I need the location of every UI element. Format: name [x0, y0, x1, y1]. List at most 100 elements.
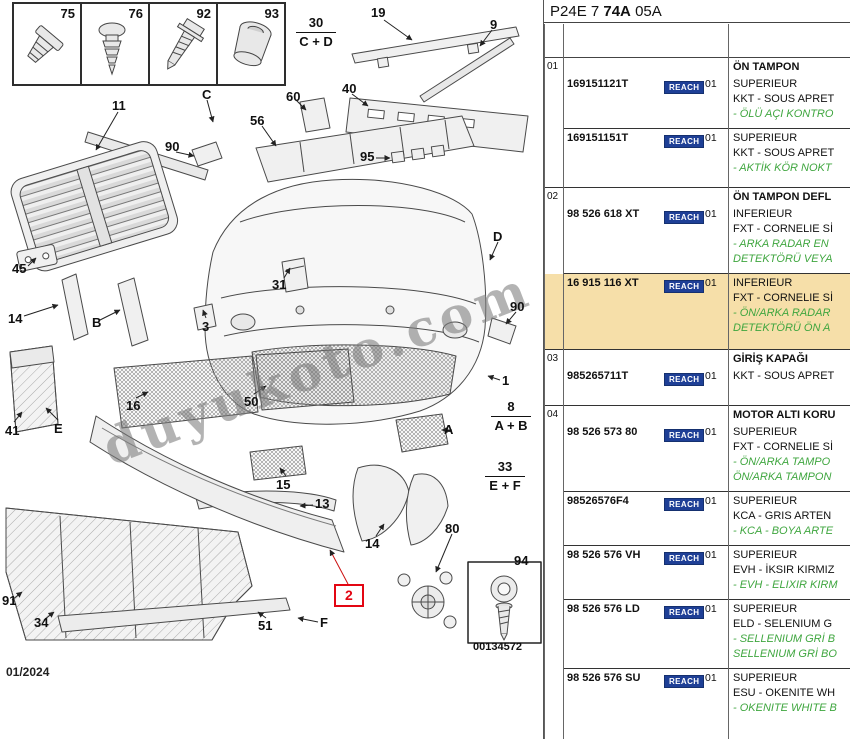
diagram-callout[interactable]: 16	[126, 398, 141, 413]
part-number[interactable]: 98 526 618 XT	[567, 208, 640, 220]
fraction-divider	[491, 416, 531, 418]
section-title: MOTOR ALTI KORU	[728, 408, 850, 423]
section-title-text: ÖN TAMPON	[733, 61, 800, 73]
diagram-callout[interactable]: 60	[286, 89, 301, 104]
part-qty: 01	[705, 426, 717, 438]
reach-badge[interactable]: REACH	[664, 429, 705, 442]
reach-badge[interactable]: REACH	[664, 373, 705, 386]
diagram-callout[interactable]: 95	[360, 149, 375, 164]
fastener-cell[interactable]: 92	[150, 4, 218, 84]
description-line: - EVH - ELIXIR KIRM	[733, 579, 838, 591]
reach-cell: REACH	[664, 369, 705, 387]
fraction-divider	[485, 476, 525, 478]
description-line: EVH - İKSIR KIRMIZ	[733, 564, 835, 576]
catalog-code-header: P24E 7 74A 05A	[544, 0, 850, 23]
diagram-callout[interactable]: C	[202, 87, 212, 102]
reach-badge[interactable]: REACH	[664, 211, 705, 224]
reach-badge[interactable]: REACH	[664, 81, 705, 94]
diagram-callout[interactable]: 9	[490, 17, 498, 32]
reach-badge[interactable]: REACH	[664, 135, 705, 148]
fraction-divider	[296, 32, 336, 34]
diagram-callout[interactable]: 51	[258, 618, 273, 633]
part-number[interactable]: 98 526 576 LD	[567, 603, 640, 615]
diagram-callout[interactable]: 45	[12, 261, 27, 276]
diagram-callout[interactable]: D	[493, 229, 503, 244]
diagram-callout[interactable]: 56	[250, 113, 265, 128]
reach-cell: REACH	[664, 77, 705, 95]
diagram-callout[interactable]: 1	[502, 373, 510, 388]
diagram-callout[interactable]: 14	[365, 536, 380, 551]
diagram-callout[interactable]: 31	[272, 277, 287, 292]
section-title-text: ÖN TAMPON DEFL	[733, 191, 832, 203]
description-line: ELD - SELENIUM G	[733, 618, 833, 630]
fastener-cell[interactable]: 76	[82, 4, 150, 84]
part-number[interactable]: 169151121T	[567, 78, 629, 90]
diagram-callout[interactable]: 91	[2, 593, 17, 608]
reach-badge[interactable]: REACH	[664, 606, 705, 619]
diagram-callout[interactable]: 11	[112, 98, 126, 113]
description-line: SUPERIEUR	[733, 603, 798, 615]
parts-list-panel: P24E 7 74A 05A 01 ÖN TAMPON 169151121T REAC…	[543, 0, 850, 739]
description-line: KKT - SOUS APRET	[733, 93, 835, 105]
diagram-callout[interactable]: 41	[5, 423, 20, 438]
part-number[interactable]: 98 526 576 VH	[567, 549, 641, 561]
diagram-callout[interactable]: B	[92, 315, 102, 330]
description-line: KKT - SOUS APRET	[733, 370, 835, 382]
reach-badge[interactable]: REACH	[664, 675, 705, 688]
diagram-callout[interactable]: 94	[514, 553, 529, 568]
description-line: SUPERIEUR	[733, 495, 798, 507]
diagram-callout[interactable]: 90	[165, 139, 180, 154]
part-number[interactable]: 169151151T	[567, 132, 629, 144]
reach-badge[interactable]: REACH	[664, 280, 705, 293]
part-number[interactable]: 98 526 573 80	[567, 426, 638, 438]
diagram-callout[interactable]: 14	[8, 311, 23, 326]
diagram-callout[interactable]: 90	[510, 299, 525, 314]
diagram-callout[interactable]: 50	[244, 394, 259, 409]
screw-icon	[167, 17, 205, 70]
reach-badge[interactable]: REACH	[664, 498, 705, 511]
reach-badge[interactable]: REACH	[664, 552, 705, 565]
diagram-callout[interactable]: E	[54, 421, 63, 436]
part-number[interactable]: 985265711T	[567, 370, 629, 382]
fastener-cell[interactable]: 75	[14, 4, 82, 84]
part-number[interactable]: 98526576F4	[567, 495, 629, 507]
description-line: KKT - SOUS APRET	[733, 147, 835, 159]
diagram-callout[interactable]: F	[320, 615, 328, 630]
callout-number: 30	[308, 15, 324, 30]
diagram-callout[interactable]: 3	[202, 319, 210, 334]
description-line: SUPERIEUR	[733, 672, 798, 684]
grommet-icon	[233, 21, 272, 67]
diagram-callout-selected[interactable]: 2	[334, 584, 364, 608]
part-number[interactable]: 98 526 576 SU	[567, 672, 641, 684]
diagram-callout[interactable]: 80	[445, 521, 460, 536]
reach-cell: REACH	[664, 207, 705, 225]
diagram-callout[interactable]: 19	[371, 5, 386, 20]
part-number[interactable]: 16 915 116 XT	[567, 277, 639, 289]
diagram-callout[interactable]: 34	[34, 615, 49, 630]
description-line: SUPERIEUR	[733, 132, 798, 144]
reach-cell: REACH	[664, 671, 705, 689]
diagram-callout[interactable]: A	[444, 422, 454, 437]
diagram-callout[interactable]: 40	[342, 81, 357, 96]
diagram-callout[interactable]: 13	[315, 496, 330, 511]
diagram-callout[interactable]: 15	[276, 477, 291, 492]
description-line: - ÖN/ARKA RADAR	[733, 307, 831, 319]
fastener-cell[interactable]: 93	[218, 4, 284, 84]
